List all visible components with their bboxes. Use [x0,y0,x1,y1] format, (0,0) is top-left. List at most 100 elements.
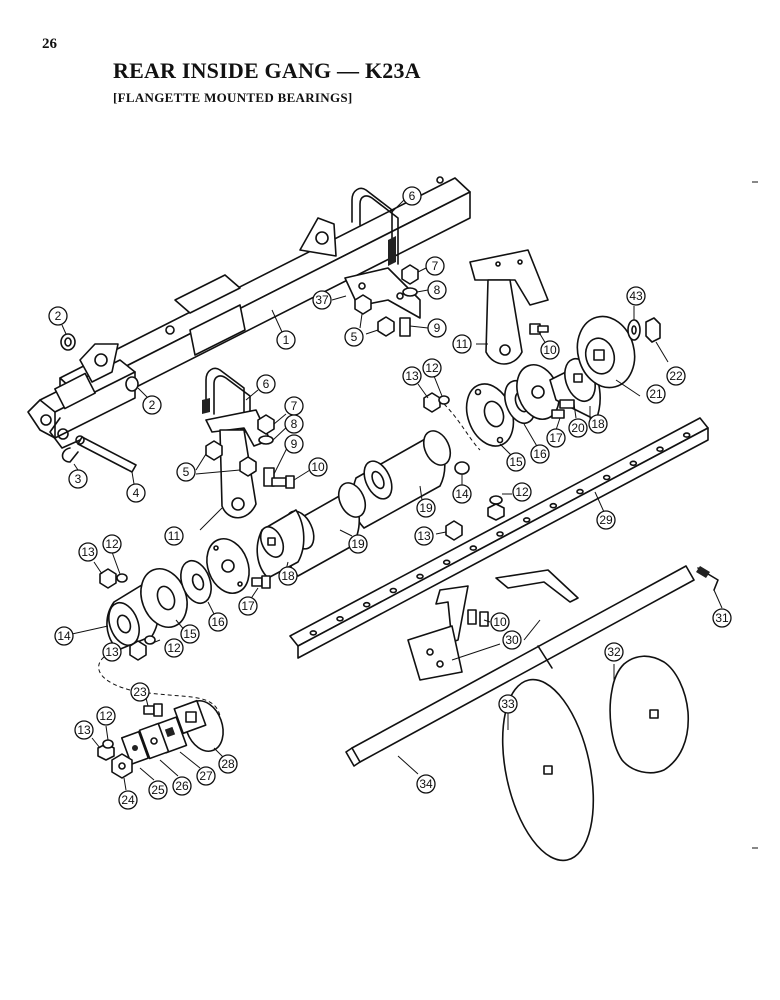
callout-11-left: 11 [164,526,184,546]
plate-part-25 [120,730,150,766]
svg-text:13: 13 [417,529,431,543]
callout-7-left: 7 [284,396,304,416]
callout-32: 32 [604,642,624,662]
lynch-pin-part-3 [61,447,79,463]
washer-part-43 [627,319,641,341]
cap-screw-part-20 [559,399,575,409]
svg-text:14: 14 [57,629,71,643]
gang-bar-hole [416,573,424,580]
svg-text:18: 18 [281,569,295,583]
svg-text:16: 16 [533,447,547,461]
svg-text:10: 10 [493,615,507,629]
plate-part-26 [138,722,170,760]
lock-washer-part-12-left [116,573,128,583]
bearing-hanger-part-11-left [205,409,271,519]
svg-text:5: 5 [183,465,190,479]
callout-8-left: 8 [284,414,304,434]
bearing-cone-part-14-center [454,461,470,475]
lock-washer-part-12-right [438,395,450,405]
svg-text:19: 19 [351,537,365,551]
svg-text:20: 20 [571,421,585,435]
hex-nut-part-7-left [257,414,275,435]
svg-text:14: 14 [455,487,469,501]
svg-text:43: 43 [629,289,643,303]
svg-text:26: 26 [175,779,189,793]
callout-14-center: 14 [452,484,472,504]
page-number: 26 [42,36,57,52]
callout-25: 25 [148,780,168,800]
svg-text:11: 11 [456,337,469,351]
callout-12-bar: 12 [512,482,532,502]
svg-text:30: 30 [505,633,519,647]
callout-13-left: 13 [78,542,98,562]
svg-text:5: 5 [351,330,358,344]
callout-6-left: 6 [256,374,276,394]
callout-19-lower: 19 [348,534,368,554]
svg-text:15: 15 [183,627,197,641]
page-title: REAR INSIDE GANG — K23A [113,58,421,83]
svg-text:9: 9 [291,437,298,451]
callout-12-left: 12 [102,534,122,554]
hitch-pin-part-4 [75,435,137,473]
hex-nut-part-7-top [401,264,419,285]
u-bolt-part-6-top [351,187,399,266]
cap-screw-part-17-right [551,409,565,419]
svg-text:22: 22 [669,369,683,383]
gang-bar-hole [309,630,318,636]
svg-text:19: 19 [419,501,433,515]
callout-13-lower: 13 [102,642,122,662]
svg-text:7: 7 [291,399,298,413]
callout-2-lower: 2 [142,395,162,415]
cap-screw-part-17-left [251,575,271,589]
svg-text:18: 18 [591,417,605,431]
gang-bar-hole [336,615,344,622]
flange-part-28 [173,699,224,752]
svg-text:11: 11 [168,529,181,543]
gang-bar-hole [576,488,584,495]
callout-29: 29 [596,510,616,530]
bushing-part-2-upper [60,333,76,351]
callout-18-left: 18 [278,566,298,586]
callout-19-upper: 19 [416,498,436,518]
callout-12-lower: 12 [164,638,184,658]
callout-26: 26 [172,776,192,796]
gang-bar-hole [496,531,504,537]
callout-4: 4 [126,483,146,503]
spool-part-18-left [256,509,305,579]
svg-text:12: 12 [105,537,119,551]
svg-text:34: 34 [419,777,433,791]
gang-bar-hole [629,460,638,467]
svg-text:17: 17 [549,431,563,445]
callout-30: 30 [502,630,522,650]
callout-15-left: 15 [180,624,200,644]
callout-17-right: 17 [546,428,566,448]
svg-text:24: 24 [121,793,135,807]
svg-text:8: 8 [291,417,298,431]
callout-6-top: 6 [402,186,422,206]
svg-text:10: 10 [543,343,557,357]
gang-bar-hole [469,545,478,551]
disc-blade-part-33 [501,678,595,862]
svg-text:27: 27 [199,769,213,783]
svg-text:29: 29 [599,513,613,527]
bushing-part-2-lower [125,376,139,392]
svg-text:7: 7 [432,259,439,273]
callout-14-left: 14 [54,626,74,646]
svg-text:25: 25 [151,783,165,797]
hex-nut-part-24 [111,753,133,779]
callout-13-bar: 13 [414,526,434,546]
svg-text:28: 28 [221,757,235,771]
svg-text:13: 13 [105,645,119,659]
gang-axle-part-34 [345,565,695,767]
callout-10-left: 10 [308,457,328,477]
callout-33: 33 [498,694,518,714]
callout-9-top: 9 [427,318,447,338]
cotter-pin-part-31 [696,566,719,591]
callout-15-right: 15 [506,452,526,472]
svg-text:13: 13 [77,723,91,737]
bearing-hanger-part-11-right [469,249,549,365]
svg-text:17: 17 [241,599,255,613]
callout-22: 22 [666,366,686,386]
callout-2-upper: 2 [48,306,68,326]
